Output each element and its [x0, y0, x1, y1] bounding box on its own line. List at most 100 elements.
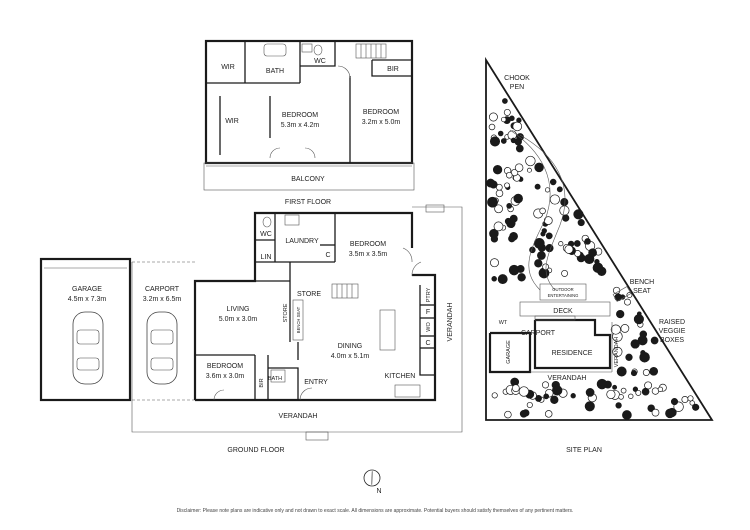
tree-icon [488, 123, 496, 131]
tree-icon [573, 240, 581, 247]
tree-icon [544, 410, 553, 418]
stair-icon [331, 283, 359, 299]
tree-icon [687, 395, 694, 402]
tree-icon [506, 171, 513, 179]
bench-seat-icon [612, 286, 632, 302]
tree-icon [510, 168, 519, 177]
tree-icon [513, 193, 523, 204]
tree-icon [544, 187, 551, 193]
tree-icon [543, 216, 553, 225]
gf-living-size: 5.0m x 3.0m [219, 316, 258, 323]
door-swing-icon [337, 65, 351, 79]
tree-icon [525, 155, 536, 167]
tree-icon [489, 136, 501, 147]
tree-icon [620, 324, 630, 333]
gf-garage-size: 4.5m x 7.3m [68, 296, 107, 303]
gf-verandah-right-label: VERANDAH [447, 303, 454, 342]
site-trees [486, 98, 700, 420]
tree-icon [596, 378, 608, 390]
tree-icon [542, 263, 549, 271]
site-raised-veggie-1: RAISED [659, 319, 685, 326]
tree-icon [592, 262, 604, 273]
tree-icon [491, 276, 497, 282]
tree-icon [681, 396, 689, 403]
steps-icon [425, 204, 445, 213]
gf-bir-label: BIR [259, 378, 265, 387]
vanity-icon [301, 43, 313, 53]
tree-icon [518, 386, 530, 397]
gf-bedroom-top-name: BEDROOM [350, 241, 386, 248]
tree-icon [633, 314, 644, 325]
gf-c1-label: C [325, 252, 330, 259]
tree-icon [616, 366, 627, 377]
bathtub-icon [263, 43, 287, 57]
tree-icon [635, 389, 642, 396]
first-floor-title: FIRST FLOOR [285, 199, 331, 206]
tree-icon [506, 203, 513, 209]
ff-bedroom-main-name: BEDROOM [282, 112, 318, 119]
tree-icon [514, 163, 524, 172]
ff-bedroom-main-size: 5.3m x 4.2m [281, 122, 320, 129]
tree-icon [503, 108, 511, 116]
tree-icon [612, 384, 618, 390]
tree-icon [632, 386, 639, 392]
tree-icon [625, 353, 633, 361]
ff-bir-label: BIR [387, 66, 399, 73]
tree-icon [543, 393, 550, 400]
gf-verandah-bottom-label: VERANDAH [279, 413, 318, 420]
tree-icon [612, 346, 623, 357]
site-raised-veggie-3: BOXES [660, 337, 684, 344]
tree-icon [515, 144, 524, 153]
tree-icon [650, 336, 659, 345]
gf-carport-size: 3.2m x 6.5m [143, 296, 182, 303]
tree-icon [497, 130, 504, 137]
toilet-icon [262, 216, 272, 228]
tree-icon [584, 401, 595, 412]
site-deck-label: DECK [553, 308, 573, 315]
tree-icon [526, 401, 533, 409]
tree-icon [628, 393, 634, 399]
tree-icon [561, 269, 569, 277]
site-plan-title: SITE PLAN [566, 447, 602, 454]
first-floor-plan: WIR BATH WC BIR WIR BEDROOM 5.3m x 4.2m … [203, 39, 415, 206]
tree-icon [500, 138, 507, 144]
outdoor-entertaining-area [539, 283, 587, 301]
door-swing-icon [269, 147, 281, 159]
tree-icon [489, 180, 496, 186]
stair-icon [355, 43, 387, 59]
steps-icon [305, 431, 329, 441]
ff-bedroom-right-name: BEDROOM [363, 109, 399, 116]
tree-icon [588, 248, 597, 258]
gf-store-side-label: STORE [283, 303, 289, 322]
gf-dining-name: DINING [338, 343, 363, 350]
tree-icon [577, 219, 585, 227]
tree-icon [534, 259, 543, 268]
garden-path [519, 134, 566, 291]
tree-icon [665, 408, 675, 419]
gf-living-name: LIVING [227, 306, 250, 313]
ff-wc-label: WC [314, 58, 326, 65]
tree-icon [570, 393, 576, 399]
tree-icon [550, 395, 559, 404]
compass-icon: N [363, 469, 382, 495]
tree-icon [504, 182, 510, 189]
tree-icon [495, 189, 504, 198]
tree-icon [493, 221, 504, 232]
tree-icon [585, 388, 595, 397]
door-swing-icon [299, 387, 313, 401]
tree-icon [497, 274, 508, 285]
kitchen-bench [394, 384, 421, 398]
tree-icon [642, 369, 650, 376]
tree-icon [651, 387, 660, 395]
gf-kitchen-label: KITCHEN [385, 373, 416, 380]
tree-icon [584, 238, 591, 245]
ground-floor-plan: GARAGE 4.5m x 7.3m CARPORT 3.2m x 6.5m W… [39, 204, 463, 454]
disclaimer-text: Disclaimer: Please note plans are indica… [176, 508, 574, 514]
tree-icon [649, 366, 659, 376]
kitchen-island [379, 309, 396, 351]
tree-icon [620, 387, 627, 394]
gf-f-label: F [426, 309, 430, 316]
tree-icon [692, 403, 700, 411]
tree-icon [549, 194, 560, 205]
